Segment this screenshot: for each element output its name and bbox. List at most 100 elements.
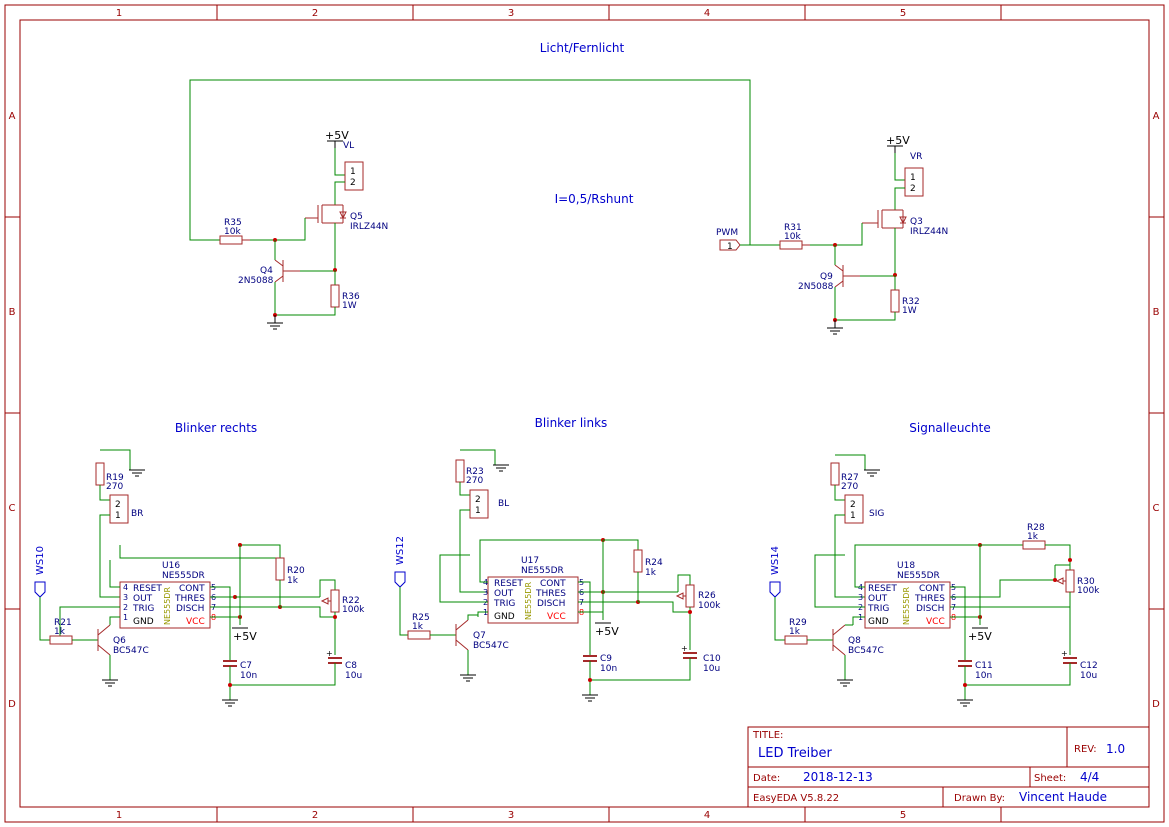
q4-ref: Q4: [260, 266, 273, 276]
r26-ref: R26: [698, 591, 716, 601]
q6-value: BC547C: [113, 646, 149, 656]
connector-vr: [904, 167, 924, 197]
bjt-q4: [274, 259, 300, 283]
r22-value: 100k: [342, 605, 365, 615]
svg-text:RESET: RESET: [868, 584, 897, 594]
r35-ref: R35: [224, 218, 242, 228]
resistor-r29: [784, 635, 808, 645]
connector-sig: [844, 494, 864, 524]
ic-u18: [864, 581, 951, 629]
svg-text:DISCH: DISCH: [537, 599, 565, 609]
right-driver: +5V 1 2 VR Q3 IRLZ44N 1 PWM: [716, 134, 948, 335]
title-signalleuchte: Signalleuchte: [909, 421, 990, 435]
r29-value: 1k: [789, 627, 801, 637]
potentiometer-r26: [685, 584, 695, 608]
date-value: 2018-12-13: [803, 770, 873, 784]
svg-text:2: 2: [115, 500, 121, 510]
r29-ref: R29: [789, 618, 807, 628]
vcc-label-u16: +5V: [233, 630, 257, 643]
row-label-c-left: C: [9, 503, 16, 514]
resistor-r36: [330, 284, 340, 308]
resistor-r32: [890, 289, 900, 313]
title-value: LED Treiber: [758, 746, 833, 761]
c12-ref: C12: [1080, 661, 1098, 671]
svg-text:THRES: THRES: [174, 594, 205, 604]
r21-value: 1k: [54, 627, 66, 637]
r27-value: 270: [841, 482, 858, 492]
q9-ref: Q9: [820, 272, 833, 282]
connector-sig-label: SIG: [869, 509, 884, 519]
svg-text:GND: GND: [133, 617, 154, 627]
c9-value: 10n: [600, 664, 617, 674]
u17-value: NE555DR: [521, 566, 564, 576]
svg-text:VCC: VCC: [926, 617, 945, 627]
resistor-r35: [219, 235, 243, 245]
potentiometer-r22: [330, 589, 340, 613]
tool-label: EasyEDA V5.8.22: [753, 793, 839, 804]
svg-text:OUT: OUT: [133, 594, 153, 604]
svg-text:CONT: CONT: [919, 584, 945, 594]
pwm-port-label: PWM: [716, 228, 738, 238]
row-label-a-right: A: [1153, 111, 1160, 122]
rev-label: REV:: [1074, 744, 1097, 755]
r26-value: 100k: [698, 601, 721, 611]
r20-value: 1k: [287, 576, 299, 586]
resistor-r21: [49, 635, 73, 645]
svg-text:VCC: VCC: [547, 612, 566, 622]
r21-ref: R21: [54, 618, 72, 628]
connector-br: [109, 494, 129, 524]
connector-br-label: BR: [131, 509, 143, 519]
r23-ref: R23: [466, 467, 484, 477]
r30-value: 100k: [1077, 586, 1100, 596]
title-block: TITLE: LED Treiber REV: 1.0 Date: 2018-1…: [747, 726, 1150, 808]
pwm-port[interactable]: [719, 239, 741, 251]
svg-text:DISCH: DISCH: [916, 604, 944, 614]
drawn-by-label: Drawn By:: [954, 793, 1005, 804]
q9-value: 2N5088: [798, 282, 834, 292]
r24-value: 1k: [645, 568, 657, 578]
port-ws14[interactable]: WS14: [769, 546, 781, 598]
r22-ref: R22: [342, 596, 360, 606]
port-ws10[interactable]: WS10: [34, 546, 46, 598]
r19-value: 270: [106, 482, 123, 492]
blinker-rechts-circuit: R19 270 2 1 BR U16 NE555DR RESET OUT TRI…: [34, 449, 365, 707]
svg-text:1: 1: [123, 613, 128, 622]
r25-value: 1k: [412, 622, 424, 632]
potentiometer-r30: [1065, 569, 1075, 593]
svg-text:NE555DR: NE555DR: [163, 587, 172, 625]
r36-value: 1W: [342, 301, 357, 311]
svg-text:THRES: THRES: [535, 589, 566, 599]
col-label-1-top: 1: [116, 8, 122, 19]
col-label-2-bottom: 2: [312, 810, 318, 821]
rev-value: 1.0: [1106, 742, 1125, 756]
port-ws12[interactable]: WS12: [394, 536, 406, 588]
c10-value: 10u: [703, 664, 720, 674]
left-driver: +5V 1 2 VL Q5 IRLZ44N R35 10k: [219, 129, 388, 330]
capacitor-c9: [583, 655, 597, 662]
col-label-3-bottom: 3: [508, 810, 514, 821]
svg-text:4: 4: [123, 583, 128, 592]
svg-text:WS10: WS10: [35, 546, 46, 575]
svg-text:RESET: RESET: [494, 579, 523, 589]
title-label: TITLE:: [752, 730, 783, 741]
c11-ref: C11: [975, 661, 993, 671]
svg-text:WS14: WS14: [770, 546, 781, 575]
row-label-a-left: A: [9, 111, 16, 122]
resistor-r20: [275, 557, 285, 581]
r30-ref: R30: [1077, 577, 1095, 587]
col-label-5-bottom: 5: [900, 810, 906, 821]
gnd-left-driver: [267, 315, 283, 330]
c8-value: 10u: [345, 671, 362, 681]
svg-text:OUT: OUT: [868, 594, 888, 604]
vl-pin1: 1: [350, 167, 356, 177]
svg-text:GND: GND: [494, 612, 515, 622]
pwm-port-pin: 1: [727, 242, 733, 252]
svg-text:NE555DR: NE555DR: [524, 582, 533, 620]
resistor-r27: [830, 462, 840, 486]
resistor-r25: [407, 630, 431, 640]
c11-value: 10n: [975, 671, 992, 681]
vcc-label-vl: +5V: [325, 129, 349, 142]
bjt-q8: [832, 624, 846, 656]
title-blinker-rechts: Blinker rechts: [175, 421, 257, 435]
title-blinker-links: Blinker links: [535, 416, 608, 430]
